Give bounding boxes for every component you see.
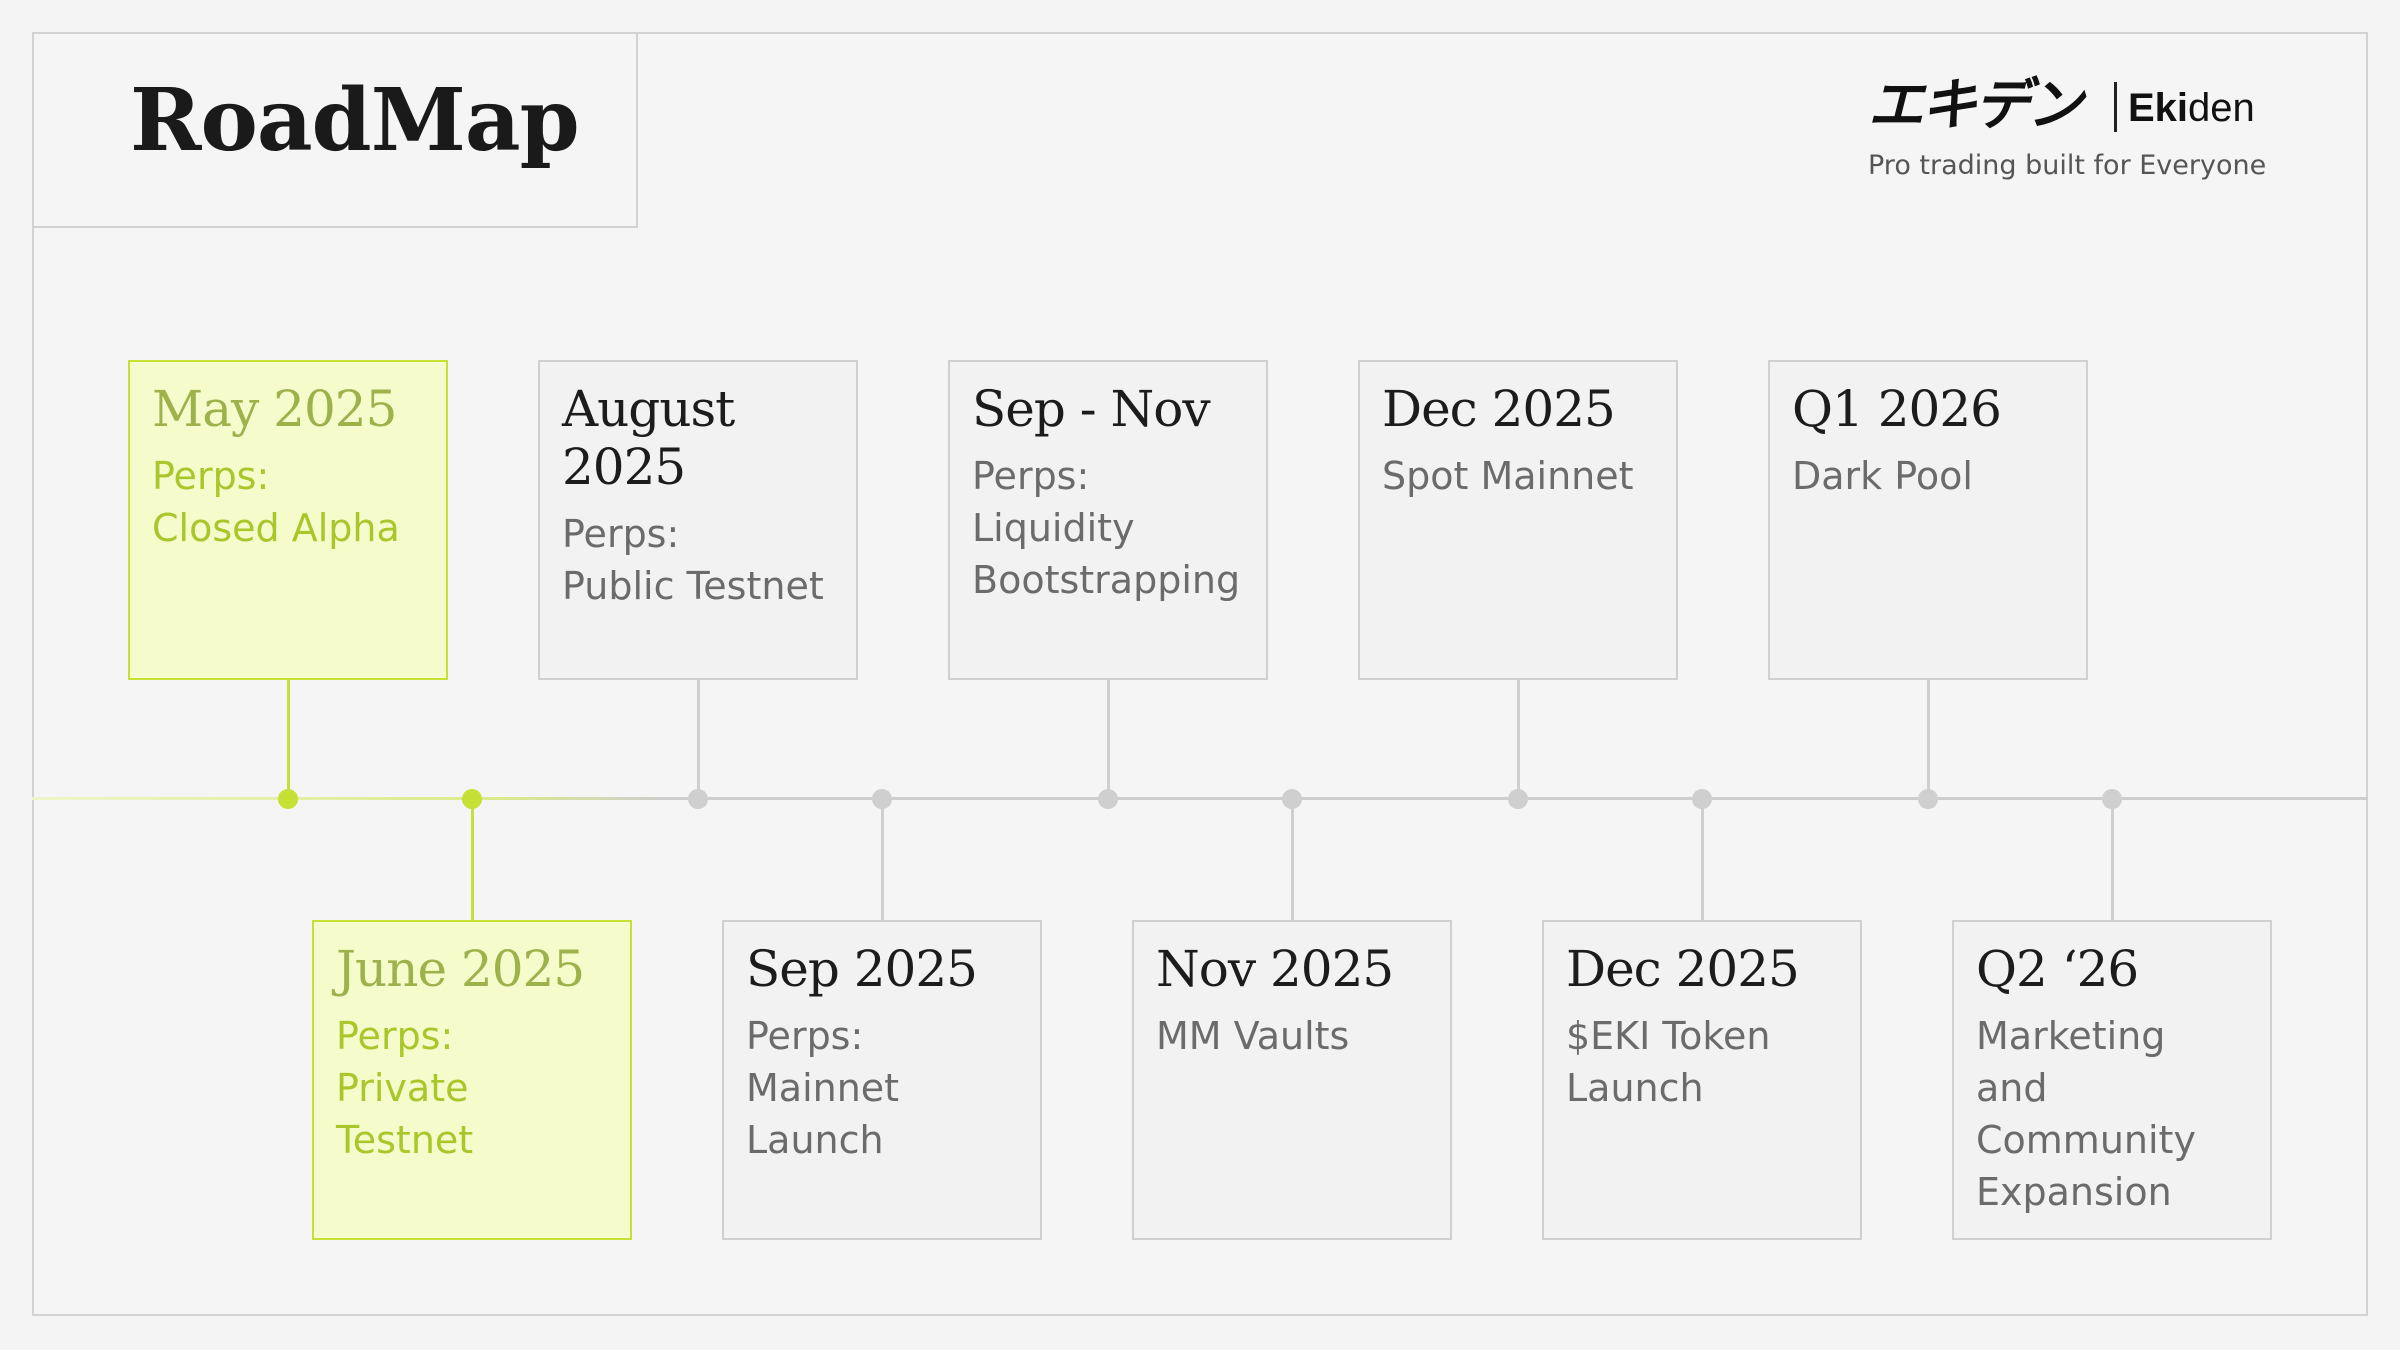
milestone-description: Perps: Liquidity Bootstrapping: [972, 454, 1241, 602]
brand-name-rest: den: [2188, 86, 2255, 130]
milestone-description: Marketing and Community Expansion: [1976, 1014, 2196, 1214]
milestone-card-sep-nov: Sep - Nov Perps: Liquidity Bootstrapping: [948, 360, 1268, 680]
milestone-date: August 2025: [562, 380, 735, 496]
milestone-date: Q2 ‘26: [1976, 940, 2139, 998]
milestone-date: Dec 2025: [1566, 940, 1800, 998]
timeline-node: [872, 789, 892, 809]
milestone-date: Sep - Nov: [972, 380, 1211, 438]
milestone-date: May 2025: [152, 380, 397, 438]
timeline-node: [2102, 789, 2122, 809]
milestone-date: Nov 2025: [1156, 940, 1394, 998]
page-title: RoadMap: [130, 70, 580, 171]
brand-logo: エキデン Ekiden Pro trading built for Everyo…: [1868, 74, 2268, 194]
title-box: [32, 32, 638, 228]
timeline-node: [1508, 789, 1528, 809]
connector: [1926, 678, 1930, 799]
connector: [470, 799, 474, 921]
milestone-date: June 2025: [336, 940, 585, 998]
milestone-description: MM Vaults: [1156, 1014, 1350, 1058]
milestone-card-dec-2025-spot: Dec 2025 Spot Mainnet: [1358, 360, 1678, 680]
brand-name-bold: Eki: [2128, 86, 2189, 130]
milestone-description: $EKI Token Launch: [1566, 1014, 1771, 1110]
connector: [880, 799, 884, 921]
milestone-description: Perps: Mainnet Launch: [746, 1014, 900, 1162]
connector: [2110, 799, 2114, 921]
timeline-node: [278, 789, 298, 809]
brand-name: Ekiden: [2128, 84, 2255, 132]
milestone-description: Perps: Closed Alpha: [152, 454, 400, 550]
milestone-description: Spot Mainnet: [1382, 454, 1634, 498]
milestone-card-may-2025: May 2025 Perps: Closed Alpha: [128, 360, 448, 680]
milestone-card-q1-2026: Q1 2026 Dark Pool: [1768, 360, 2088, 680]
timeline-node: [1692, 789, 1712, 809]
connector: [1290, 799, 1294, 921]
brand-tagline: Pro trading built for Everyone: [1868, 150, 2267, 181]
connector: [286, 678, 290, 799]
brand-divider: [2114, 82, 2117, 132]
milestone-card-dec-2025-token: Dec 2025 $EKI Token Launch: [1542, 920, 1862, 1240]
timeline-node: [688, 789, 708, 809]
brand-logo-japanese: エキデン: [1868, 73, 2083, 138]
milestone-card-june-2025: June 2025 Perps: Private Testnet: [312, 920, 632, 1240]
timeline-node: [1098, 789, 1118, 809]
milestone-date: Q1 2026: [1792, 380, 2002, 438]
connector: [696, 678, 700, 799]
connector: [1106, 678, 1110, 799]
milestone-description: Perps: Public Testnet: [562, 512, 824, 608]
milestone-card-august-2025: August 2025 Perps: Public Testnet: [538, 360, 858, 680]
timeline-axis: [32, 797, 2368, 800]
connector: [1700, 799, 1704, 921]
milestone-date: Sep 2025: [746, 940, 978, 998]
timeline-node: [1282, 789, 1302, 809]
milestone-date: Dec 2025: [1382, 380, 1616, 438]
milestone-description: Perps: Private Testnet: [336, 1014, 474, 1162]
timeline-node: [462, 789, 482, 809]
connector: [1516, 678, 1520, 799]
milestone-card-nov-2025: Nov 2025 MM Vaults: [1132, 920, 1452, 1240]
milestone-card-sep-2025: Sep 2025 Perps: Mainnet Launch: [722, 920, 1042, 1240]
milestone-card-q2-2026: Q2 ‘26 Marketing and Community Expansion: [1952, 920, 2272, 1240]
timeline-node: [1918, 789, 1938, 809]
milestone-description: Dark Pool: [1792, 454, 1973, 498]
